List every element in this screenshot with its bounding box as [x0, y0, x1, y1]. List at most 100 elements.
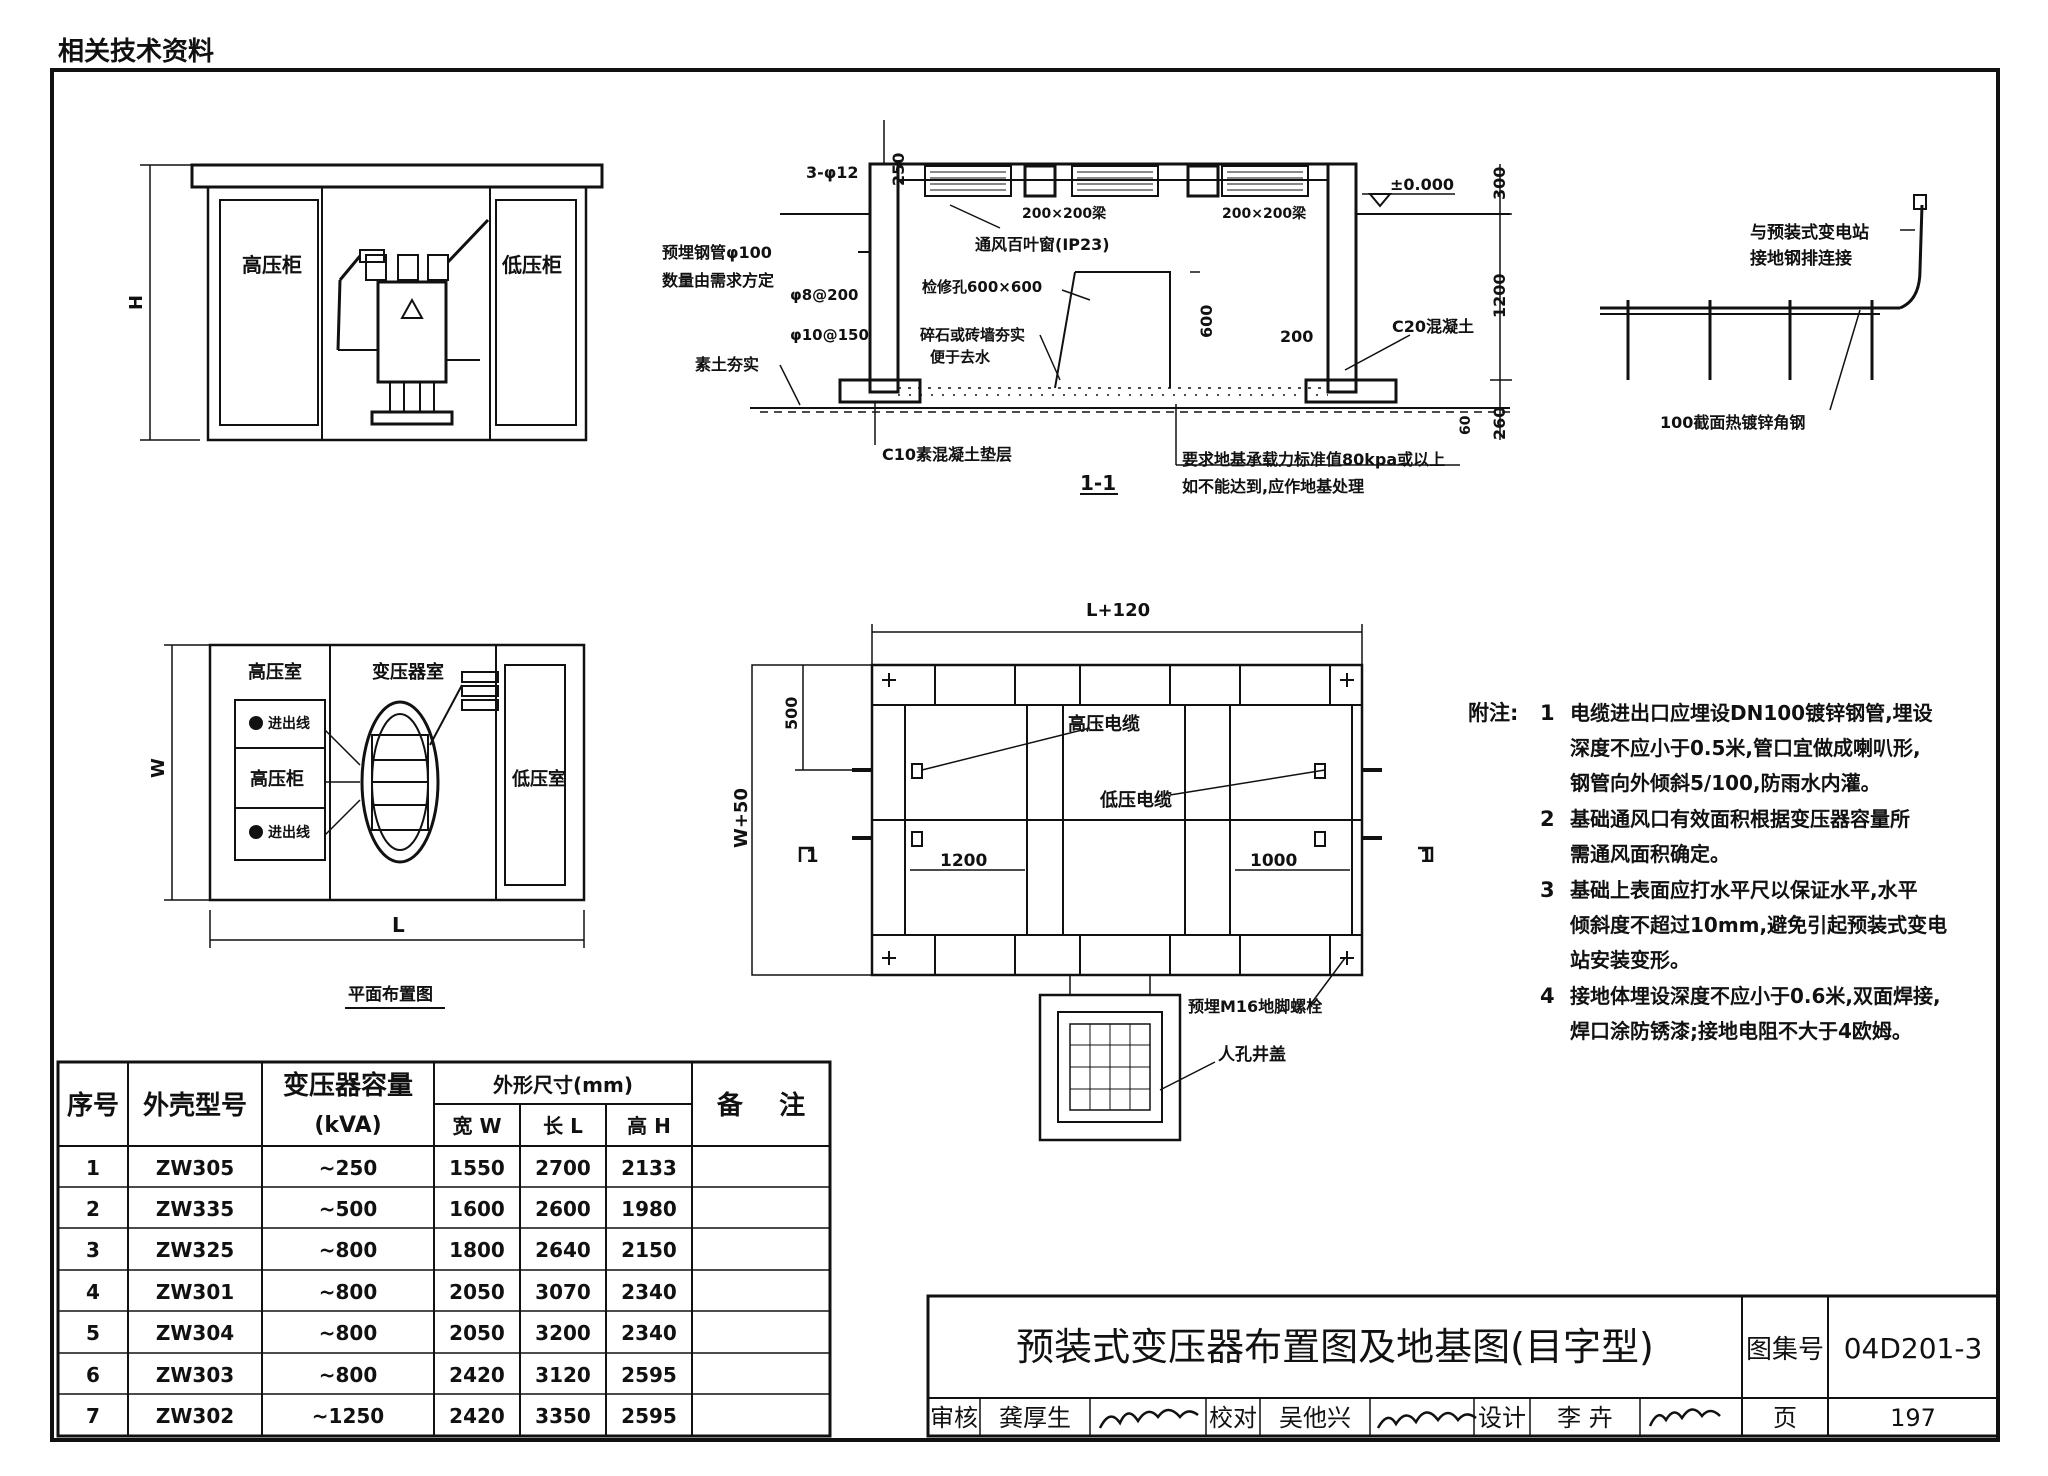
cell-l: 3200	[535, 1321, 591, 1345]
cell-l: 3120	[535, 1363, 591, 1387]
dim-250: 250	[889, 153, 908, 186]
height-dim-label: H	[126, 295, 147, 310]
page-label: 页	[1773, 1404, 1797, 1432]
note-1-line-2: 深度不应小于0.5米,管口宜做成喇叭形,	[1570, 736, 1921, 760]
note-4-num: 4	[1540, 984, 1555, 1008]
cell-capacity: ~800	[319, 1321, 378, 1345]
cell-no: 1	[86, 1156, 100, 1180]
note-1-num: 1	[1540, 701, 1555, 725]
anchor-bolt-label: 预埋M16地脚螺栓	[1188, 997, 1323, 1016]
note-3-num: 3	[1540, 878, 1555, 902]
cell-capacity: ~800	[319, 1238, 378, 1262]
atlas-number: 04D201-3	[1844, 1332, 1983, 1365]
sheet-border	[50, 68, 2000, 1442]
page-number: 197	[1890, 1404, 1936, 1432]
title-block: 预装式变压器布置图及地基图(目字型) 图集号 04D201-3 审核 龚厚生 校…	[926, 1294, 2000, 1438]
cell-no: 6	[86, 1363, 100, 1387]
cell-h: 2340	[621, 1321, 677, 1345]
reviewer-name: 龚厚生	[999, 1404, 1071, 1432]
note-3-line-1: 基础上表面应打水平尺以保证水平,水平	[1570, 878, 1918, 902]
line-in-out-2: 进出线	[268, 824, 310, 841]
cell-capacity: ~800	[319, 1280, 378, 1304]
cell-w: 2050	[449, 1280, 505, 1304]
th-no: 序号	[67, 1090, 119, 1121]
section-title: 1-1	[1080, 471, 1116, 495]
label-bar: φ10@150	[790, 326, 869, 344]
table-row: 3 ZW325 ~800 1800 2640 2150	[86, 1238, 677, 1262]
section-mark-right: 1	[1420, 846, 1433, 867]
label-connect-2: 接地钢排连接	[1750, 248, 1852, 269]
width-dim-label: W	[148, 758, 169, 778]
cell-w: 1550	[449, 1156, 505, 1180]
cell-no: 7	[86, 1404, 100, 1428]
roof	[190, 163, 604, 189]
table-row: 1 ZW305 ~250 1550 2700 2133	[86, 1156, 677, 1180]
plan-housing	[208, 643, 586, 902]
table-row: 2 ZW335 ~500 1600 2600 1980	[86, 1197, 677, 1221]
label-gravel-2: 便于去水	[930, 348, 991, 366]
cell-capacity: ~800	[319, 1363, 378, 1387]
lv-room-label: 低压室	[511, 768, 566, 790]
note-3-line-2: 倾斜度不超过10mm,避免引起预装式变电	[1569, 913, 1947, 937]
hv-room-label: 高压室	[248, 661, 302, 683]
note-2-num: 2	[1540, 807, 1555, 831]
fd-dim-1200: 1200	[940, 851, 987, 871]
housing	[206, 185, 588, 442]
label-pipe-2: 数量由需求方定	[662, 271, 774, 290]
label-access-hole: 检修孔600×600	[922, 278, 1042, 296]
note-2-line-1: 基础通风口有效面积根据变压器容量所	[1570, 807, 1910, 831]
cell-model: ZW304	[156, 1321, 234, 1345]
label-rebar-top: 3-φ12	[806, 163, 859, 182]
foundation-plan: L+120 W+50 500 1200 1000 1 1 高压电缆 低压电缆 预…	[731, 600, 1434, 1142]
spec-table: 序号 外壳型号 变压器容量 (kVA) 外形尺寸(mm) 宽 W 长 L 高 H…	[56, 1060, 832, 1438]
dim-600: 600	[1197, 305, 1216, 338]
dim-200: 200	[1280, 327, 1313, 346]
label-vent-beam-2: 200×200梁	[1222, 205, 1307, 222]
category-header: 相关技术资料	[58, 37, 214, 67]
cell-model: ZW305	[156, 1156, 234, 1180]
th-height: 高 H	[627, 1114, 671, 1138]
cell-h: 2150	[621, 1238, 677, 1262]
table-row: 6 ZW303 ~800 2420 3120 2595	[86, 1363, 677, 1387]
cell-model: ZW301	[156, 1280, 234, 1304]
tx-room-label: 变压器室	[372, 661, 444, 683]
manhole-frame	[1038, 993, 1182, 1142]
section-1-1: 1-1 250 300 1200 260 60 600 200 3-φ12 20…	[662, 120, 1512, 496]
label-soil: 素土夯实	[695, 355, 759, 374]
cell-no: 5	[86, 1321, 100, 1345]
dim-1200: 1200	[1490, 273, 1509, 318]
label-vent-beam-1: 200×200梁	[1022, 205, 1107, 222]
cell-model: ZW325	[156, 1238, 234, 1262]
cell-l: 2600	[535, 1197, 591, 1221]
cell-no: 3	[86, 1238, 100, 1262]
grounding-detail: 与预装式变电站 接地钢排连接 100截面热镀锌角钢	[1600, 194, 1927, 432]
reviewer-signature	[1098, 1408, 1199, 1429]
th-capacity-unit: (kVA)	[314, 1113, 381, 1138]
cell-capacity: ~250	[319, 1156, 378, 1180]
label-grounding-steel: 100截面热镀锌角钢	[1660, 413, 1805, 432]
checker-signature	[1376, 1411, 1477, 1429]
cell-w: 2420	[449, 1363, 505, 1387]
note-1-line-3: 钢管向外倾斜5/100,防雨水内灌。	[1570, 771, 1881, 795]
label-gravel-1: 碎石或砖墙夯实	[920, 326, 1025, 344]
th-width: 宽 W	[452, 1114, 501, 1138]
designer-signature	[1648, 1408, 1721, 1427]
label-pipe-1: 预埋钢管φ100	[662, 243, 772, 262]
cell-w: 1600	[449, 1197, 505, 1221]
review-label: 审核	[930, 1404, 978, 1432]
lv-cabinet	[495, 199, 577, 426]
cell-capacity: ~1250	[312, 1404, 384, 1428]
table-row: 7 ZW302 ~1250 2420 3350 2595	[86, 1404, 677, 1428]
cell-w: 2420	[449, 1404, 505, 1428]
cell-h: 2133	[621, 1156, 677, 1180]
atlas-label: 图集号	[1746, 1335, 1824, 1365]
cell-no: 2	[86, 1197, 100, 1221]
cell-l: 2700	[535, 1156, 591, 1180]
vent-louvers	[924, 164, 1309, 198]
checker-name: 吴他兴	[1279, 1404, 1351, 1432]
hv-cabinet	[219, 199, 319, 426]
label-elevation-mark: ±0.000	[1390, 175, 1454, 194]
th-model: 外壳型号	[143, 1091, 247, 1121]
cell-model: ZW335	[156, 1197, 234, 1221]
designer-name: 李 卉	[1557, 1404, 1613, 1432]
